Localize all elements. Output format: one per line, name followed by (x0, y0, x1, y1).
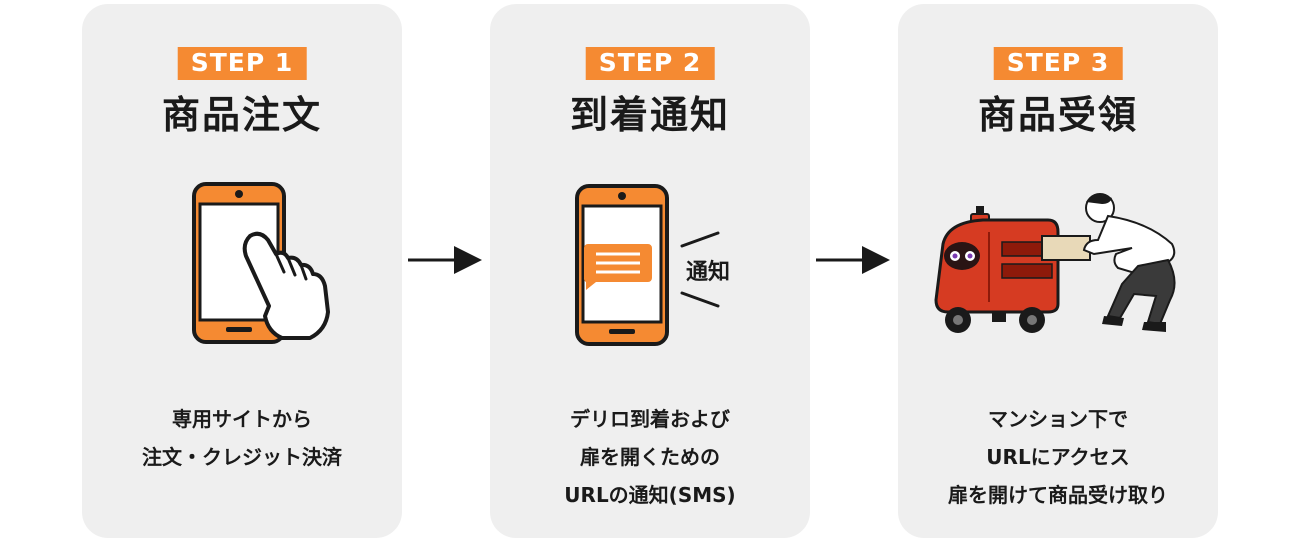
notify-label: 通知 (686, 259, 730, 285)
step-badge: STEP 1 (177, 47, 307, 80)
step-card-3: STEP 3 商品受領 マンション下で (898, 4, 1218, 538)
desc-line: マンション下で (988, 407, 1128, 431)
step-card-2: STEP 2 到着通知 通知 デリロ到着および 扉を開くための URLの通知(S… (490, 4, 810, 538)
desc-line: 扉を開けて商品受け取り (948, 483, 1168, 507)
step-description: デリロ到着および 扉を開くための URLの通知(SMS) (490, 400, 810, 514)
desc-line: 扉を開くための (580, 445, 720, 469)
step-title: 到着通知 (569, 93, 730, 137)
step-title: 商品受領 (977, 93, 1138, 137)
step-description: マンション下で URLにアクセス 扉を開けて商品受け取り (898, 400, 1218, 514)
step-badge: STEP 3 (993, 47, 1123, 80)
right-arrow-icon (816, 246, 890, 274)
step-card-1: STEP 1 商品注文 専用サイトから 注文・クレジット決済 (82, 4, 402, 538)
step-title: 商品注文 (161, 93, 322, 137)
step-description: 専用サイトから 注文・クレジット決済 (82, 400, 402, 476)
desc-line: 注文・クレジット決済 (142, 445, 342, 469)
step-badge: STEP 2 (585, 47, 715, 80)
desc-line: URLの通知(SMS) (564, 483, 736, 507)
desc-line: URLにアクセス (986, 445, 1130, 469)
right-arrow-icon (408, 246, 482, 274)
desc-line: デリロ到着および (570, 407, 730, 431)
delivery-robot-icon (934, 206, 1060, 333)
delivery-robot-person-icon (934, 193, 1176, 333)
smartphone-message-icon: 通知 (575, 184, 730, 346)
person-icon (1082, 193, 1176, 332)
desc-line: 専用サイトから (172, 407, 312, 431)
smartphone-tap-icon (192, 182, 330, 344)
